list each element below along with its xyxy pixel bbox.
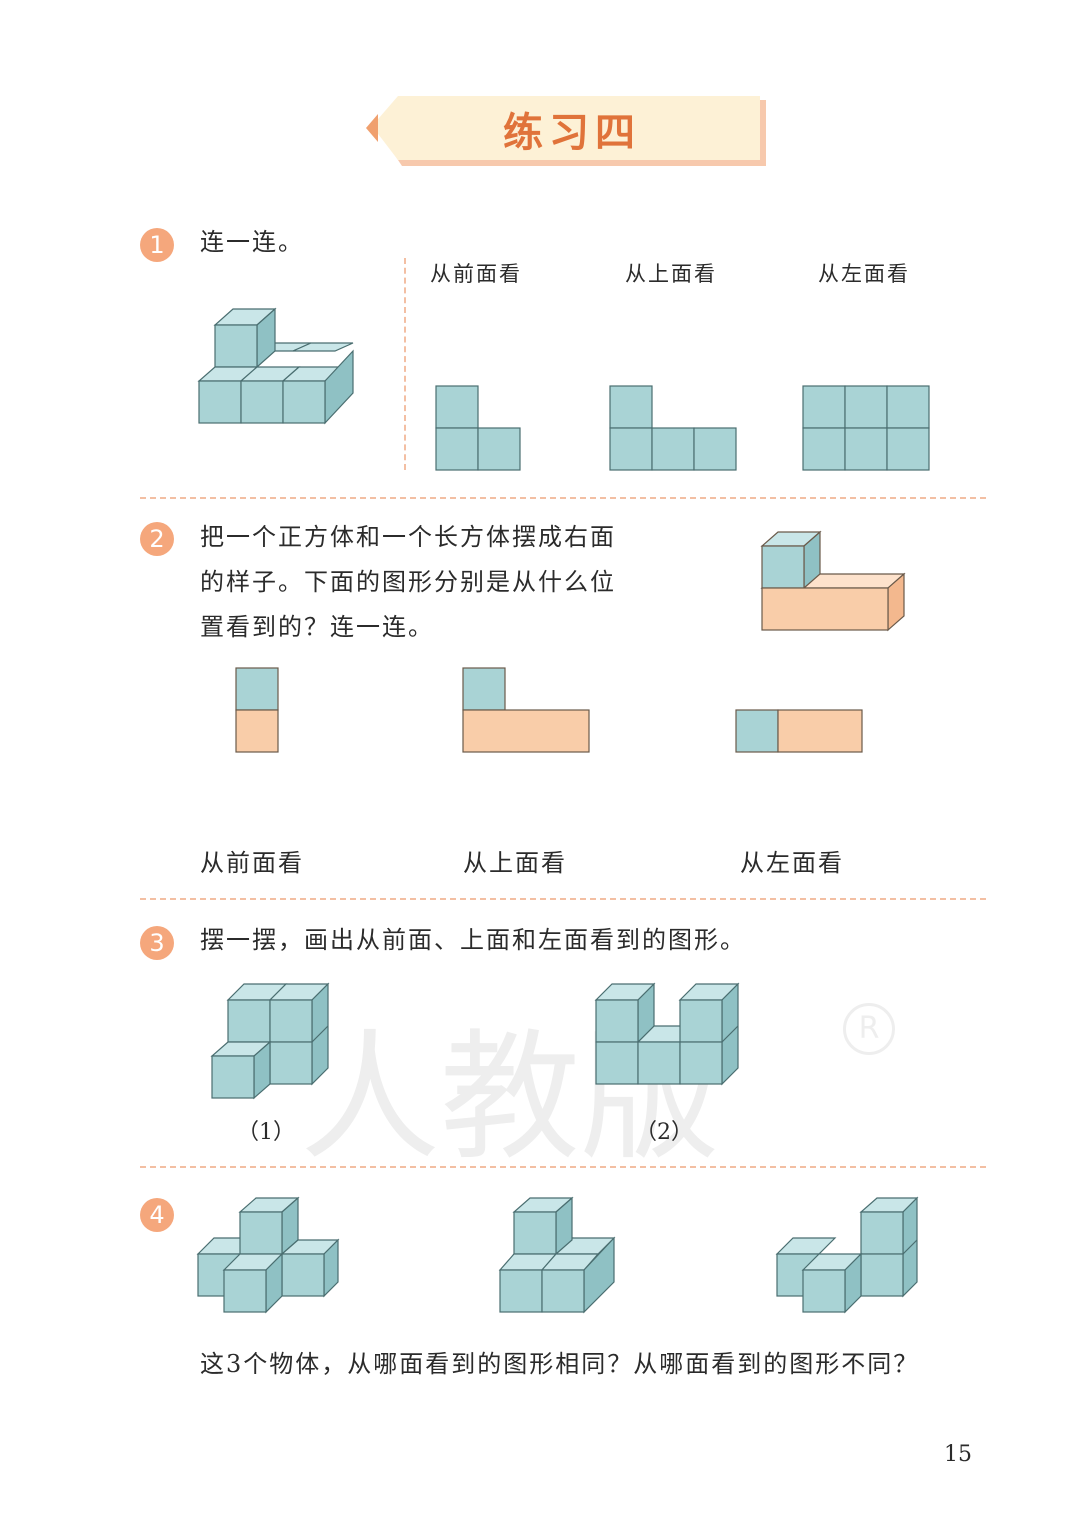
- q2-view-shape-c: [735, 709, 863, 753]
- title-banner: [366, 96, 766, 166]
- q2-instruction-line3: 置看到的？连一连。: [200, 613, 434, 641]
- registered-mark-icon: R: [843, 1003, 895, 1055]
- q1-solid-figure: [197, 307, 354, 425]
- q3-instruction: 摆一摆，画出从前面、上面和左面看到的图形。: [200, 926, 746, 954]
- question-number-2: 2: [140, 522, 174, 556]
- q4-solid-figure-2: [498, 1196, 616, 1314]
- q2-solid-figure: [760, 530, 906, 632]
- question-number-4: 4: [140, 1198, 174, 1232]
- q1-view-label-top: 从上面看: [625, 262, 717, 286]
- q2-view-label-left: 从左面看: [740, 849, 844, 877]
- q2-instruction-line1: 把一个正方体和一个长方体摆成右面: [200, 523, 616, 551]
- question-number-3: 3: [140, 926, 174, 960]
- q4-solid-figure-1: [196, 1196, 340, 1314]
- q1-instruction: 连一连。: [200, 228, 304, 256]
- page-title: 练习四: [503, 109, 641, 156]
- q2-view-label-top: 从上面看: [463, 849, 567, 877]
- page-number: 15: [944, 1442, 972, 1467]
- q3-solid-figure-2: [594, 982, 740, 1086]
- q4-question-text: 这3个物体，从哪面看到的图形相同？从哪面看到的图形不同？: [200, 1350, 920, 1378]
- q3-figure-label-2: （2）: [635, 1120, 693, 1145]
- q1-view-shape-c: [802, 385, 930, 471]
- section-divider-3: [140, 1166, 986, 1168]
- q2-view-label-front: 从前面看: [200, 849, 304, 877]
- section-divider-1: [140, 497, 986, 499]
- vertical-divider: [404, 258, 406, 470]
- q4-solid-figure-3: [775, 1196, 919, 1314]
- q1-view-label-left: 从左面看: [818, 262, 910, 286]
- q2-view-shape-a: [235, 667, 279, 753]
- q2-instruction-line2: 的样子。下面的图形分别是从什么位: [200, 568, 616, 596]
- q3-solid-figure-1: [210, 982, 330, 1100]
- q1-view-label-front: 从前面看: [430, 262, 522, 286]
- q2-view-shape-b: [462, 667, 590, 753]
- q1-view-shape-b: [609, 385, 737, 471]
- q3-figure-label-1: （1）: [237, 1120, 295, 1145]
- section-divider-2: [140, 898, 986, 900]
- q1-view-shape-a: [435, 385, 521, 471]
- question-number-1: 1: [140, 228, 174, 262]
